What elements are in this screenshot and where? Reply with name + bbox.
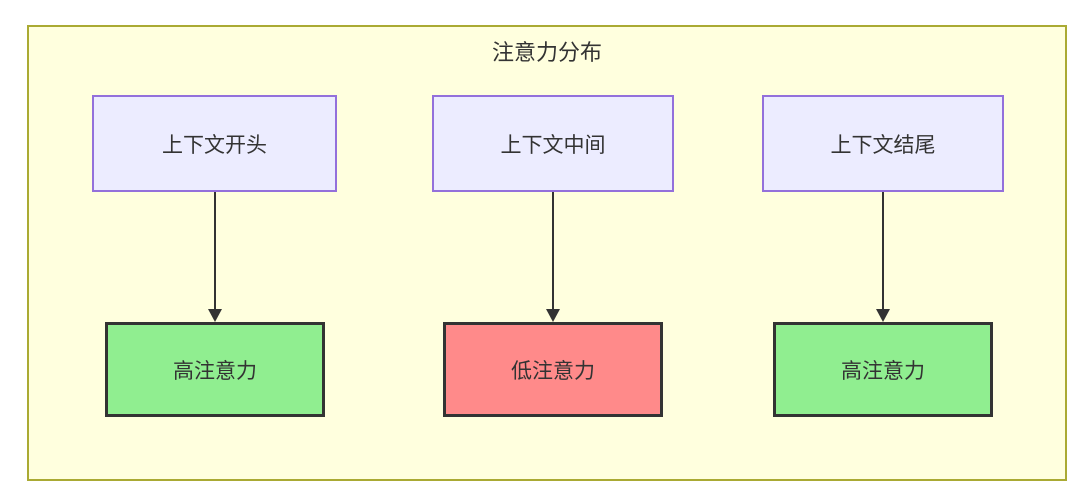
arrow-line	[552, 192, 554, 311]
node-low-attention-middle: 低注意力	[443, 322, 663, 417]
attention-distribution-container: 注意力分布 上下文开头 上下文中间 上下文结尾 高注意力 低注意力 高注意力	[27, 25, 1067, 481]
node-context-start: 上下文开头	[92, 95, 337, 192]
diagram-title: 注意力分布	[491, 40, 602, 65]
node-context-end: 上下文结尾	[762, 95, 1004, 192]
arrow-head-icon	[208, 309, 222, 322]
node-context-middle: 上下文中间	[432, 95, 674, 192]
arrow-head-icon	[546, 309, 560, 322]
node-high-attention-left: 高注意力	[105, 322, 325, 417]
arrow-line	[214, 192, 216, 311]
node-high-attention-right: 高注意力	[773, 322, 993, 417]
arrow-head-icon	[876, 309, 890, 322]
arrow-line	[882, 192, 884, 311]
